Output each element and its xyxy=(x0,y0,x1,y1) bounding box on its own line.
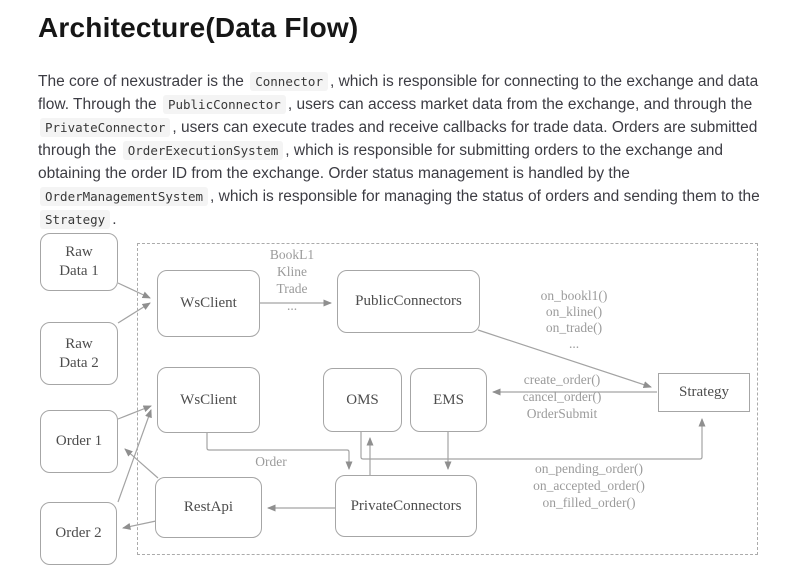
edge-restapi-order2-arrow xyxy=(122,520,157,530)
label-status-callbacks: on_pending_order() on_accepted_order() o… xyxy=(533,461,645,510)
intro-paragraph: The core of nexustrader is the Connector… xyxy=(38,70,764,231)
paragraph-text: , which is responsible for managing the … xyxy=(210,187,760,205)
system-boundary xyxy=(137,243,758,555)
node-oms: OMS xyxy=(323,368,402,432)
label-market-callbacks: on_bookl1() on_kline() on_trade() ... xyxy=(540,288,608,351)
node-strategy: Strategy xyxy=(658,373,750,412)
node-order-2: Order 2 xyxy=(40,502,117,565)
label-order-commands: create_order() cancel_order() OrderSubmi… xyxy=(522,372,602,421)
paragraph-text: , users can access market data from the … xyxy=(287,95,753,113)
inline-code-public-connector: PublicConnector xyxy=(162,94,286,114)
paragraph-text: , users can execute trades and receive c… xyxy=(38,118,758,159)
edge-order2-wsclient-arrow xyxy=(117,409,152,503)
paragraph-text: , which is responsible for connecting to… xyxy=(38,72,759,113)
node-public-connectors: PublicConnectors xyxy=(337,270,480,333)
node-ws-client-top: WsClient xyxy=(157,270,260,337)
edge-wsclient-order-privateconnectors-arrow xyxy=(206,433,353,470)
paragraph-text: The core of nexustrader is the xyxy=(38,72,244,90)
label-market-stream: BookL1 Kline Trade ... xyxy=(269,247,315,313)
node-ws-client-bottom: WsClient xyxy=(157,367,260,433)
edge-oms-strategy-arrow xyxy=(360,418,706,460)
node-raw-data-1: Raw Data 1 xyxy=(40,233,118,291)
inline-code-connector: Connector xyxy=(250,71,328,91)
edge-order1-wsclient-arrow xyxy=(117,405,152,420)
edge-publicconnectors-strategy-arrow xyxy=(477,329,652,388)
node-private-connectors: PrivateConnectors xyxy=(335,475,477,537)
edge-rawdata1-wsclient-arrow xyxy=(117,282,151,299)
inline-code-order-execution-system: OrderExecutionSystem xyxy=(122,140,284,160)
node-rest-api: RestApi xyxy=(155,477,262,538)
node-ems: EMS xyxy=(410,368,487,432)
paragraph-text: . xyxy=(112,210,117,228)
label-order: Order xyxy=(255,454,287,469)
inline-code-private-connector: PrivateConnector xyxy=(40,117,171,137)
inline-code-order-management-system: OrderManagementSystem xyxy=(40,186,209,206)
page-title: Architecture(Data Flow) xyxy=(38,12,359,43)
edge-rawdata2-wsclient-arrow xyxy=(117,302,151,324)
node-order-1: Order 1 xyxy=(40,410,118,473)
edge-restapi-order1-arrow xyxy=(124,448,159,479)
paragraph-text: , which is responsible for submitting or… xyxy=(38,141,723,182)
node-raw-data-2: Raw Data 2 xyxy=(40,322,118,385)
inline-code-strategy: Strategy xyxy=(40,209,111,229)
